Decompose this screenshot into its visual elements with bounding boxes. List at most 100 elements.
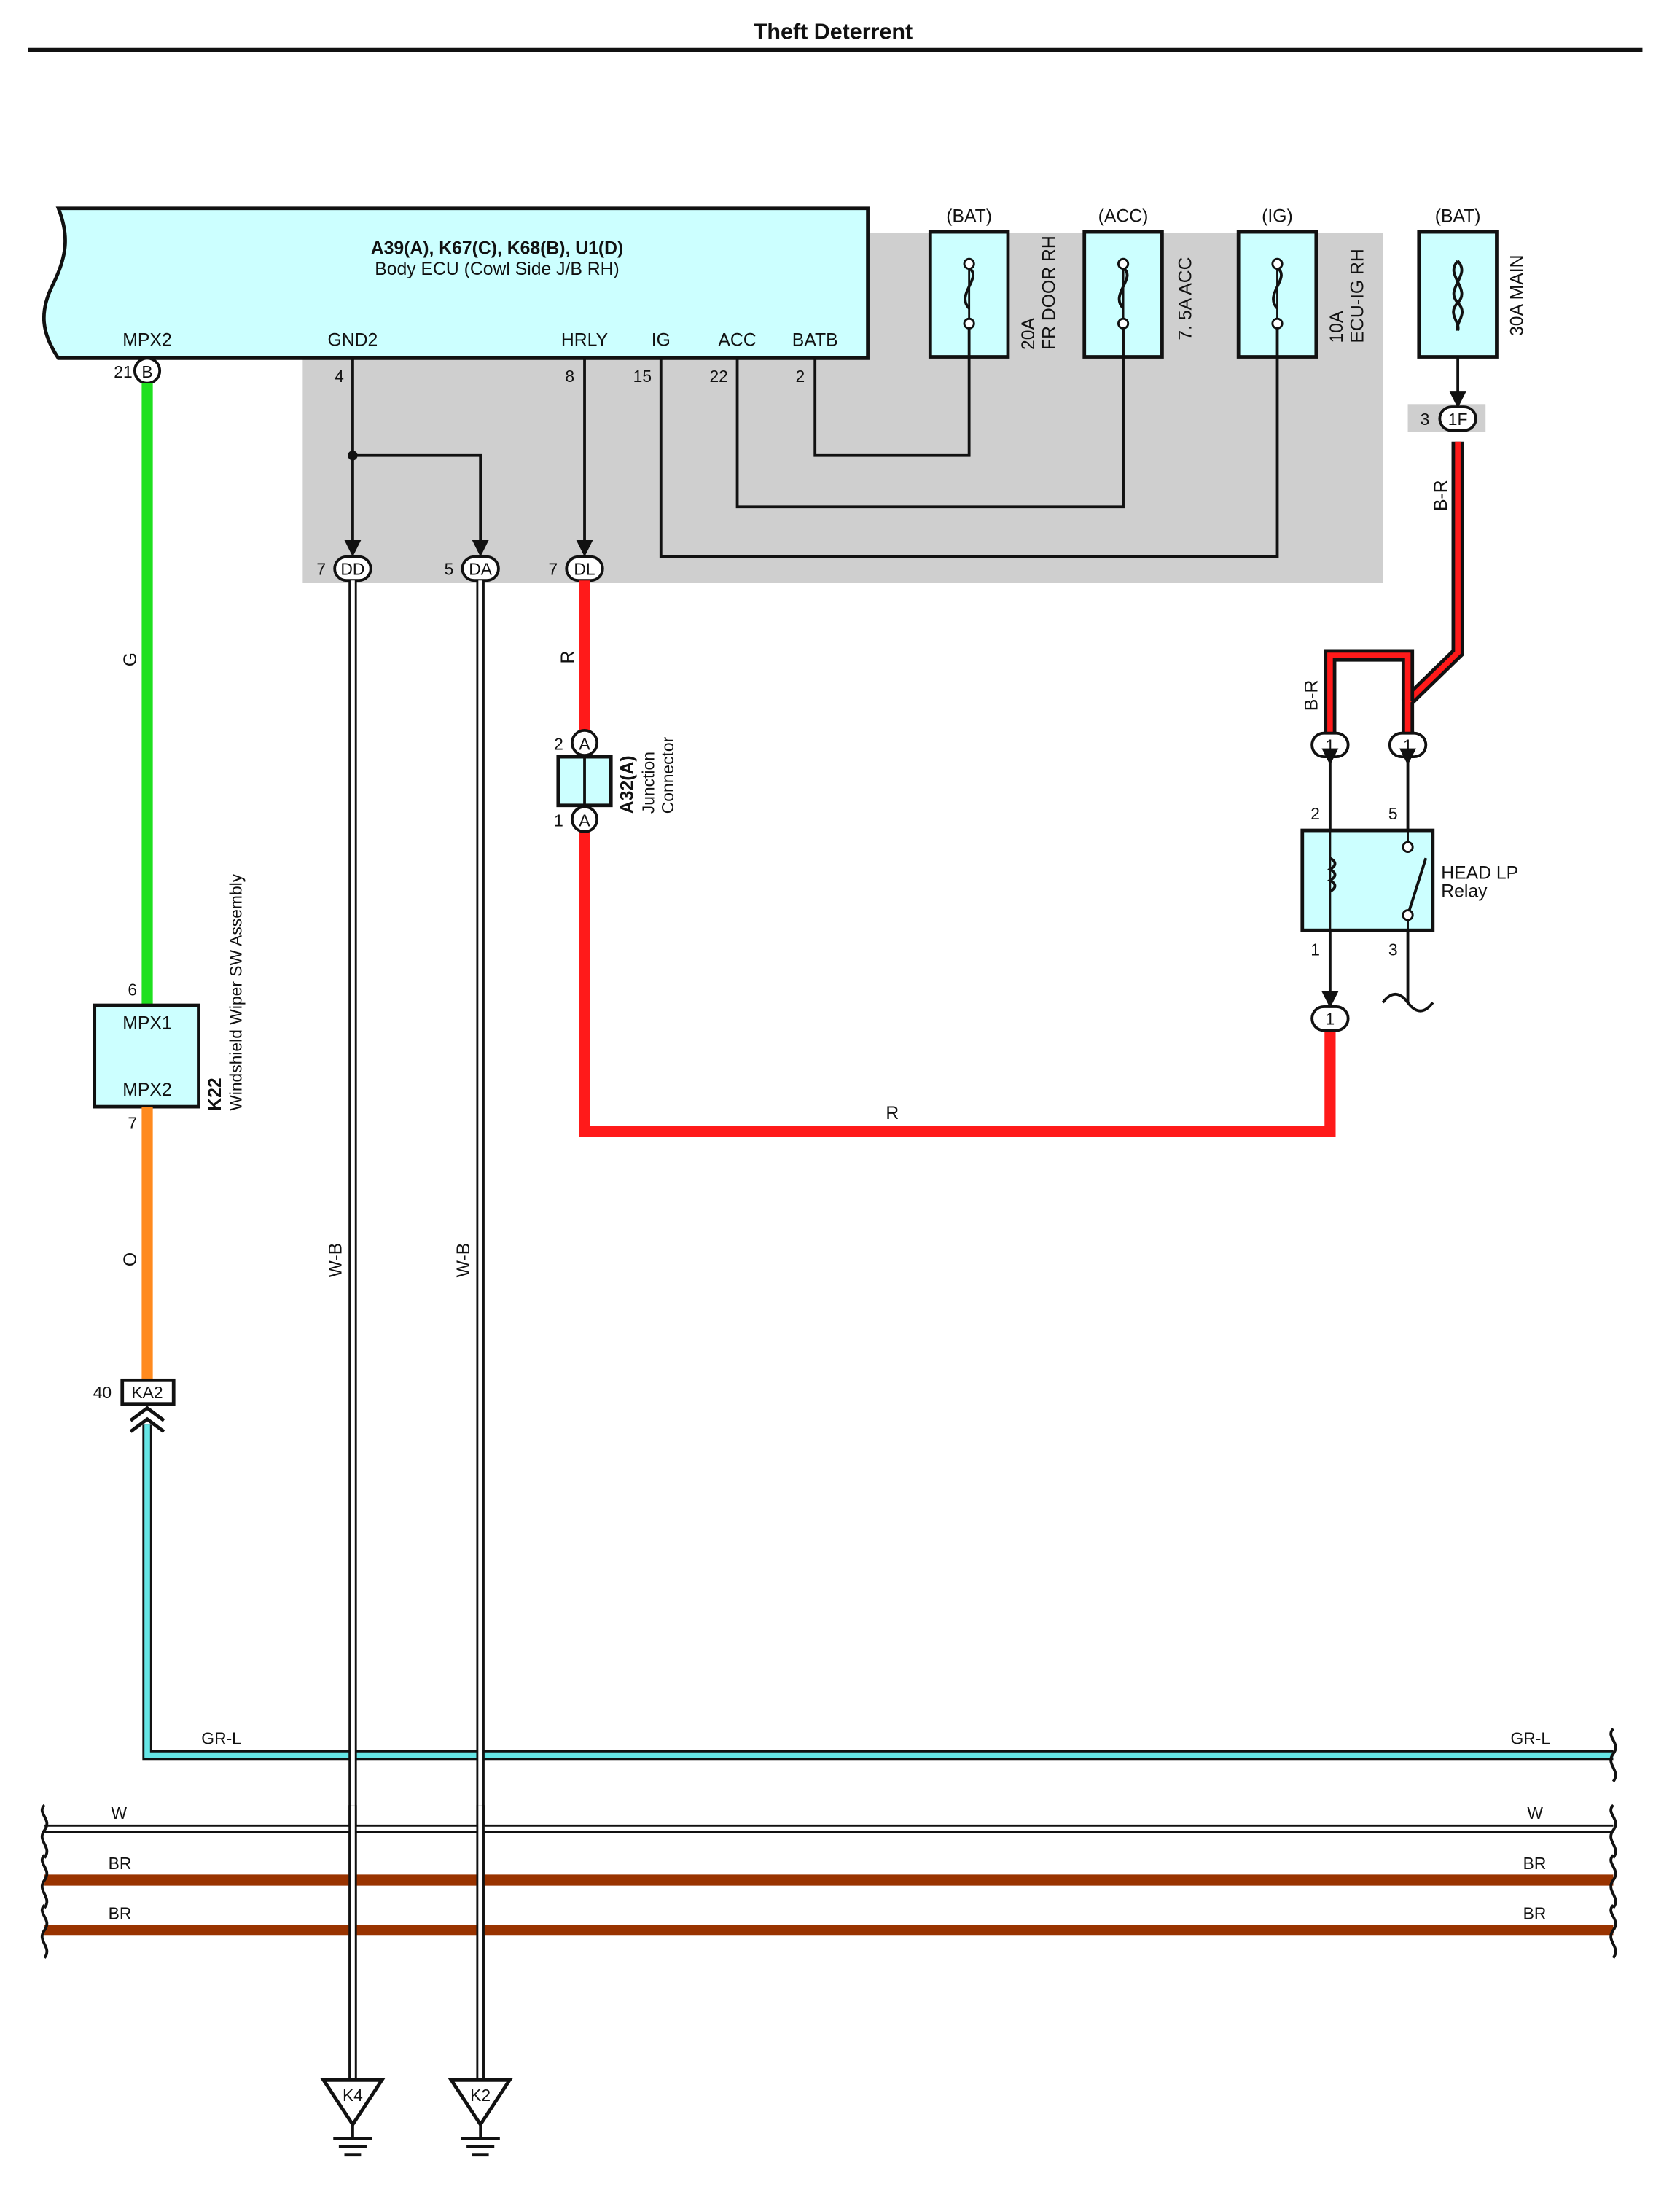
junction-bottom-connector: A (579, 811, 590, 830)
relay-connector-bottom: 1 (1310, 1005, 1350, 1032)
connector-b-label: B (141, 362, 152, 381)
junction-line1: Junction (638, 752, 657, 814)
junction-connector: A A 2 1 A32(A) Junction Connector (554, 729, 677, 833)
relay-pin-1: 1 (1310, 940, 1320, 959)
ecu-pin-gnd2: GND2 (328, 330, 378, 350)
pin-number-21: 21 (114, 362, 132, 381)
ecu-pin-hrly: HRLY (561, 330, 608, 350)
connector-dd: DD 7 (316, 555, 372, 582)
pin-number-15: 15 (633, 367, 652, 386)
ground-k2-code: K2 (470, 2086, 491, 2105)
wire-b-r-fill (1404, 441, 1461, 733)
wiper-label-mpx2: MPX2 (122, 1080, 171, 1100)
fuse-feed-wires (659, 329, 1279, 558)
ground-k2: K2 (448, 2078, 513, 2157)
wire-label-b-r-top: B-R (1431, 480, 1451, 511)
wire-gr-l (142, 1424, 1614, 1761)
ground-k4: K4 (320, 2078, 386, 2157)
fuse-name: ECU-IG RH (1348, 249, 1368, 343)
relay-pin-3: 3 (1388, 940, 1398, 959)
relay-connector-left: 1 (1310, 731, 1350, 758)
relay-pin-5: 5 (1388, 804, 1398, 823)
fuse-source-label: (BAT) (946, 207, 992, 227)
wire-label-o: O (121, 1252, 141, 1266)
fuse-acc: (ACC) 7. 5A ACC (1082, 207, 1195, 359)
break-marks (40, 1728, 1617, 1959)
connector-ka2: KA2 40 (93, 1378, 176, 1433)
wire-label-r-vertical: R (558, 651, 578, 664)
connector-1f: 1F 3 (1421, 405, 1477, 432)
fuse-main: (BAT) 30A MAIN (1417, 207, 1528, 359)
wire-label-br-1-right: BR (1523, 1854, 1547, 1873)
pin-number-8: 8 (565, 367, 574, 386)
pin-number-2: 2 (796, 367, 805, 386)
fuse-rating: 20A (1019, 317, 1039, 350)
wiper-pin-7: 7 (128, 1114, 137, 1133)
wire-label-g: G (121, 652, 141, 666)
relay-connector-left-pin: 1 (1326, 736, 1335, 755)
connector-1f-pin: 3 (1421, 410, 1430, 429)
relay-connector-right-pin: 1 (1403, 736, 1413, 755)
pin-number-4: 4 (335, 367, 344, 386)
wire-label-w-b-left: W-B (327, 1243, 346, 1278)
wire-label-gr-l-left: GR-L (201, 1728, 241, 1747)
connector-da-pin: 5 (445, 560, 454, 579)
fuse-source-label: (ACC) (1098, 207, 1149, 227)
connector-dl-pin: 7 (549, 560, 558, 579)
fuse-rating: 7. 5A ACC (1176, 257, 1195, 340)
connector-dd-pin: 7 (316, 560, 326, 579)
connector-1f-code: 1F (1448, 410, 1468, 429)
junction-line2: Connector (658, 736, 677, 814)
ecu-pin-batb: BATB (792, 330, 838, 350)
relay-name-line1: HEAD LP (1441, 864, 1518, 884)
wire-red (579, 580, 1336, 1137)
ecu-name: Body ECU (Cowl Side J/B RH) (375, 260, 620, 279)
head-lp-relay: 2 5 1 3 HEAD LP Relay (1300, 748, 1518, 1013)
ecu-pin-acc: ACC (718, 330, 756, 350)
splice-point (348, 451, 358, 461)
wire-label-r-horizontal: R (886, 1104, 899, 1123)
fuse-rating: 10A (1327, 311, 1347, 343)
fuse-rating: 30A MAIN (1508, 255, 1528, 336)
relay-connector-bottom-pin: 1 (1326, 1010, 1335, 1029)
relay-connector-right: 1 (1388, 731, 1428, 758)
junction-top-connector: A (579, 735, 590, 754)
connector-dl: DL 7 (549, 555, 604, 582)
junction-pin-2: 2 (554, 735, 563, 754)
fuse-name: FR DOOR RH (1040, 235, 1060, 350)
wiper-pin-6: 6 (128, 981, 137, 999)
wire-label-w-right: W (1527, 1804, 1543, 1822)
ground-k4-code: K4 (343, 2086, 363, 2105)
wire-b-r-branch-outline (1324, 649, 1415, 733)
junction-code: A32(A) (618, 755, 638, 814)
connector-dl-code: DL (574, 560, 595, 579)
fuse-ecu-ig-rh: (IG) 10A ECU-IG RH (1236, 207, 1368, 359)
wire-label-gr-l-right: GR-L (1510, 1728, 1550, 1747)
wiper-label-mpx1: MPX1 (122, 1013, 171, 1033)
wire-label-br-2-left: BR (109, 1903, 132, 1922)
wire-label-br-2-right: BR (1523, 1903, 1547, 1922)
wire-label-br-1-left: BR (109, 1854, 132, 1873)
connector-da: DA 5 (445, 555, 500, 582)
relay-pin-2: 2 (1310, 804, 1320, 823)
fuse-source-label: (BAT) (1435, 207, 1481, 227)
wire-label-w-b-right: W-B (454, 1243, 474, 1278)
wire-gr-l-fill (144, 1424, 1614, 1758)
fuse-source-label: (IG) (1262, 207, 1293, 227)
body-ecu-box (42, 206, 870, 360)
wire-label-b-r-branch: B-R (1302, 680, 1322, 712)
wire-b-r-branch-fill (1327, 652, 1411, 733)
ecu-codes: A39(A), K67(C), K68(B), U1(D) (371, 239, 624, 259)
connector-ka2-code: KA2 (131, 1383, 163, 1402)
fuse-fr-door-rh: (BAT) 20A FR DOOR RH (928, 207, 1060, 359)
page-title: Theft Deterrent (754, 19, 913, 44)
wiper-switch-box (93, 1003, 200, 1109)
junction-pin-1: 1 (554, 811, 563, 830)
w-b-crossovers (348, 1805, 485, 2081)
ecu-pin-mpx2: MPX2 (122, 330, 171, 350)
wire-label-w-left: W (111, 1804, 127, 1822)
connector-da-code: DA (469, 560, 492, 579)
connector-ka2-pin: 40 (93, 1383, 112, 1402)
wiper-name: Windshield Wiper SW Assembly (227, 873, 246, 1111)
